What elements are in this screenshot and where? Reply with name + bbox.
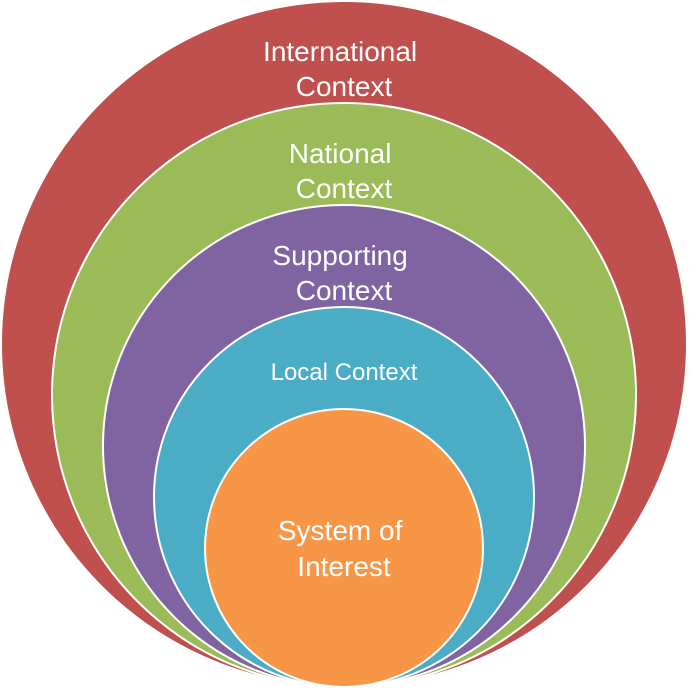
system-of-interest-label-line-2: Interest (297, 551, 391, 582)
supporting-context-label: Supporting Context (272, 240, 415, 306)
local-context-label: Local Context (271, 359, 418, 386)
international-context-label: International Context (263, 36, 425, 102)
system-of-interest-circle (204, 408, 484, 688)
national-context-label: National Context (289, 138, 400, 204)
international-context-label-line-2: Context (296, 71, 393, 102)
supporting-context-label-line-2: Context (296, 275, 393, 306)
national-context-label-line-1: National (289, 138, 392, 169)
local-context-label-line-1: Local Context (271, 359, 418, 386)
international-context-label-line-1: International (263, 36, 417, 67)
national-context-label-line-2: Context (296, 173, 393, 204)
system-of-interest-label: System of Interest (278, 515, 410, 582)
system-of-interest-label-line-1: System of (278, 515, 403, 546)
supporting-context-label-line-1: Supporting (272, 240, 407, 271)
